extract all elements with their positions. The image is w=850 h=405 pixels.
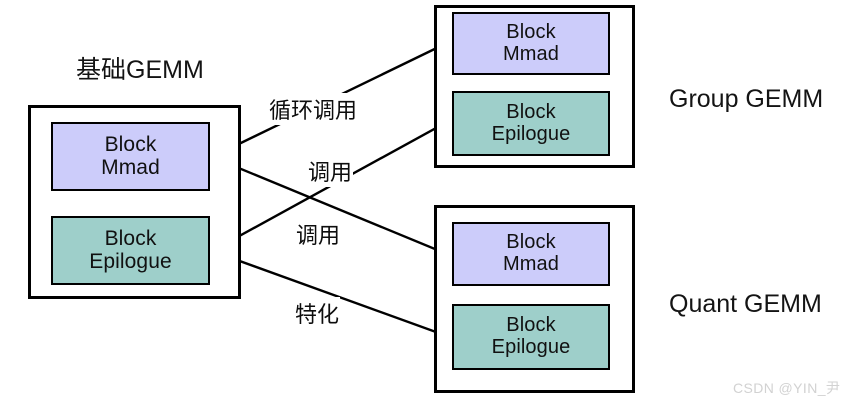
block-label-line1: Block [104, 132, 157, 156]
block-label-line2: Mmad [503, 42, 559, 65]
base-gemm-title: 基础GEMM [76, 56, 204, 84]
edge-label-call-quant: 调用 [295, 218, 342, 250]
quant-gemm-title: Quant GEMM [669, 290, 822, 318]
block-label-line1: Block [506, 314, 556, 337]
block-group-mmad: Block Mmad [452, 12, 610, 75]
block-label-line1: Block [506, 231, 556, 254]
block-label-line2: Mmad [101, 155, 160, 179]
block-quant-mmad: Block Mmad [452, 222, 610, 286]
block-label-line2: Epilogue [89, 249, 172, 273]
block-group-epilogue: Block Epilogue [452, 91, 610, 156]
block-label-line2: Epilogue [491, 122, 571, 145]
block-label-line1: Block [506, 100, 556, 123]
group-gemm-title: Group GEMM [669, 85, 824, 113]
block-base-mmad: Block Mmad [51, 122, 210, 191]
edge-label-loop-call: 循环调用 [268, 93, 359, 125]
block-quant-epilogue: Block Epilogue [452, 304, 610, 370]
edge-label-call-group: 调用 [307, 155, 354, 187]
block-label-line2: Mmad [503, 253, 559, 275]
watermark: CSDN @YIN_尹 [733, 380, 841, 396]
block-base-epilogue: Block Epilogue [51, 216, 210, 285]
edge-label-specialization: 特化 [294, 297, 341, 329]
block-label-line2: Epilogue [491, 336, 571, 358]
block-label-line1: Block [104, 226, 157, 250]
block-label-line1: Block [506, 20, 556, 43]
